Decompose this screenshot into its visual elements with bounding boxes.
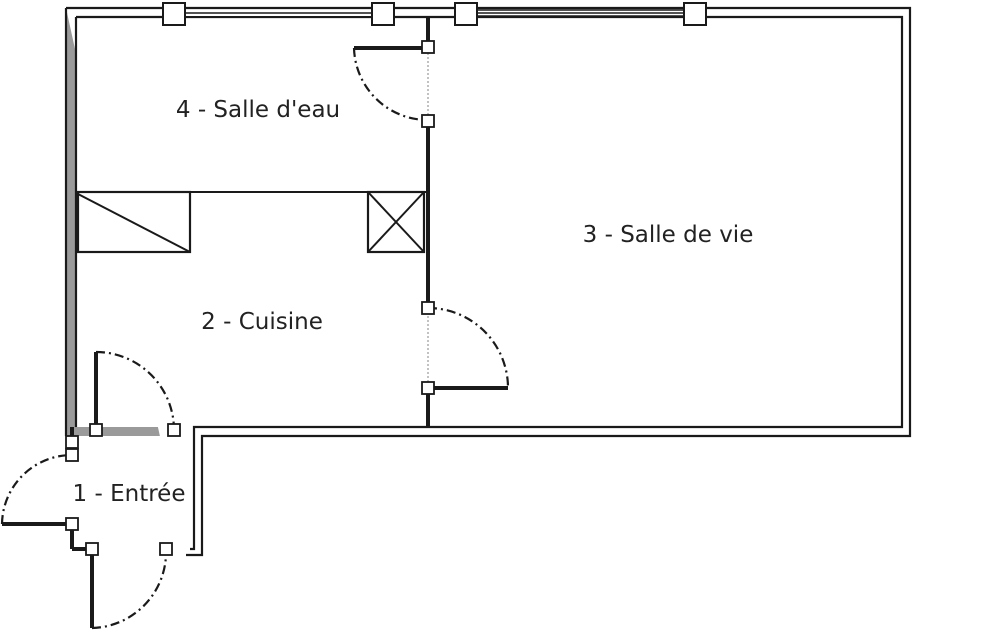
label-salle-d-eau: 4 - Salle d'eau [176, 97, 340, 123]
door-bathroom-swing [352, 47, 429, 122]
door-entry-bottom-swing [91, 548, 168, 630]
counter-left-diagonal [77, 193, 191, 253]
node-kitchen-door-left [89, 423, 103, 437]
node-bathroom-door-top [421, 40, 435, 54]
window-left-post-a [162, 2, 186, 26]
cabinet-cross-b [367, 191, 425, 253]
window-right-post-a [454, 2, 478, 26]
node-entry-wall-top-corner [65, 435, 79, 449]
node-entry-bottom-left [85, 542, 99, 556]
doors [0, 46, 510, 630]
node-entrance-door-bottom [65, 517, 79, 531]
inner-wall-line [76, 15, 904, 551]
window-left-post-b [371, 2, 395, 26]
door-kitchen-swing [95, 350, 176, 431]
node-entrance-door-top [65, 448, 79, 462]
main-walls [64, 6, 912, 557]
node-living-door-top [421, 301, 435, 315]
label-cuisine: 2 - Cuisine [201, 309, 323, 335]
label-entree: 1 - Entrée [73, 481, 186, 507]
door-entrance-swing [0, 453, 73, 525]
node-bathroom-door-bottom [421, 114, 435, 128]
window-right-post-b [683, 2, 707, 26]
kitchen-furniture [76, 190, 426, 254]
junction-nodes [65, 40, 435, 556]
node-living-door-bottom [421, 381, 435, 395]
room-labels: 4 - Salle d'eau 3 - Salle de vie 2 - Cui… [73, 97, 754, 507]
node-entry-bottom-right [159, 542, 173, 556]
node-kitchen-door-right [167, 423, 181, 437]
label-salle-de-vie: 3 - Salle de vie [583, 222, 754, 248]
windows [162, 2, 707, 26]
door-living-swing [427, 306, 510, 389]
